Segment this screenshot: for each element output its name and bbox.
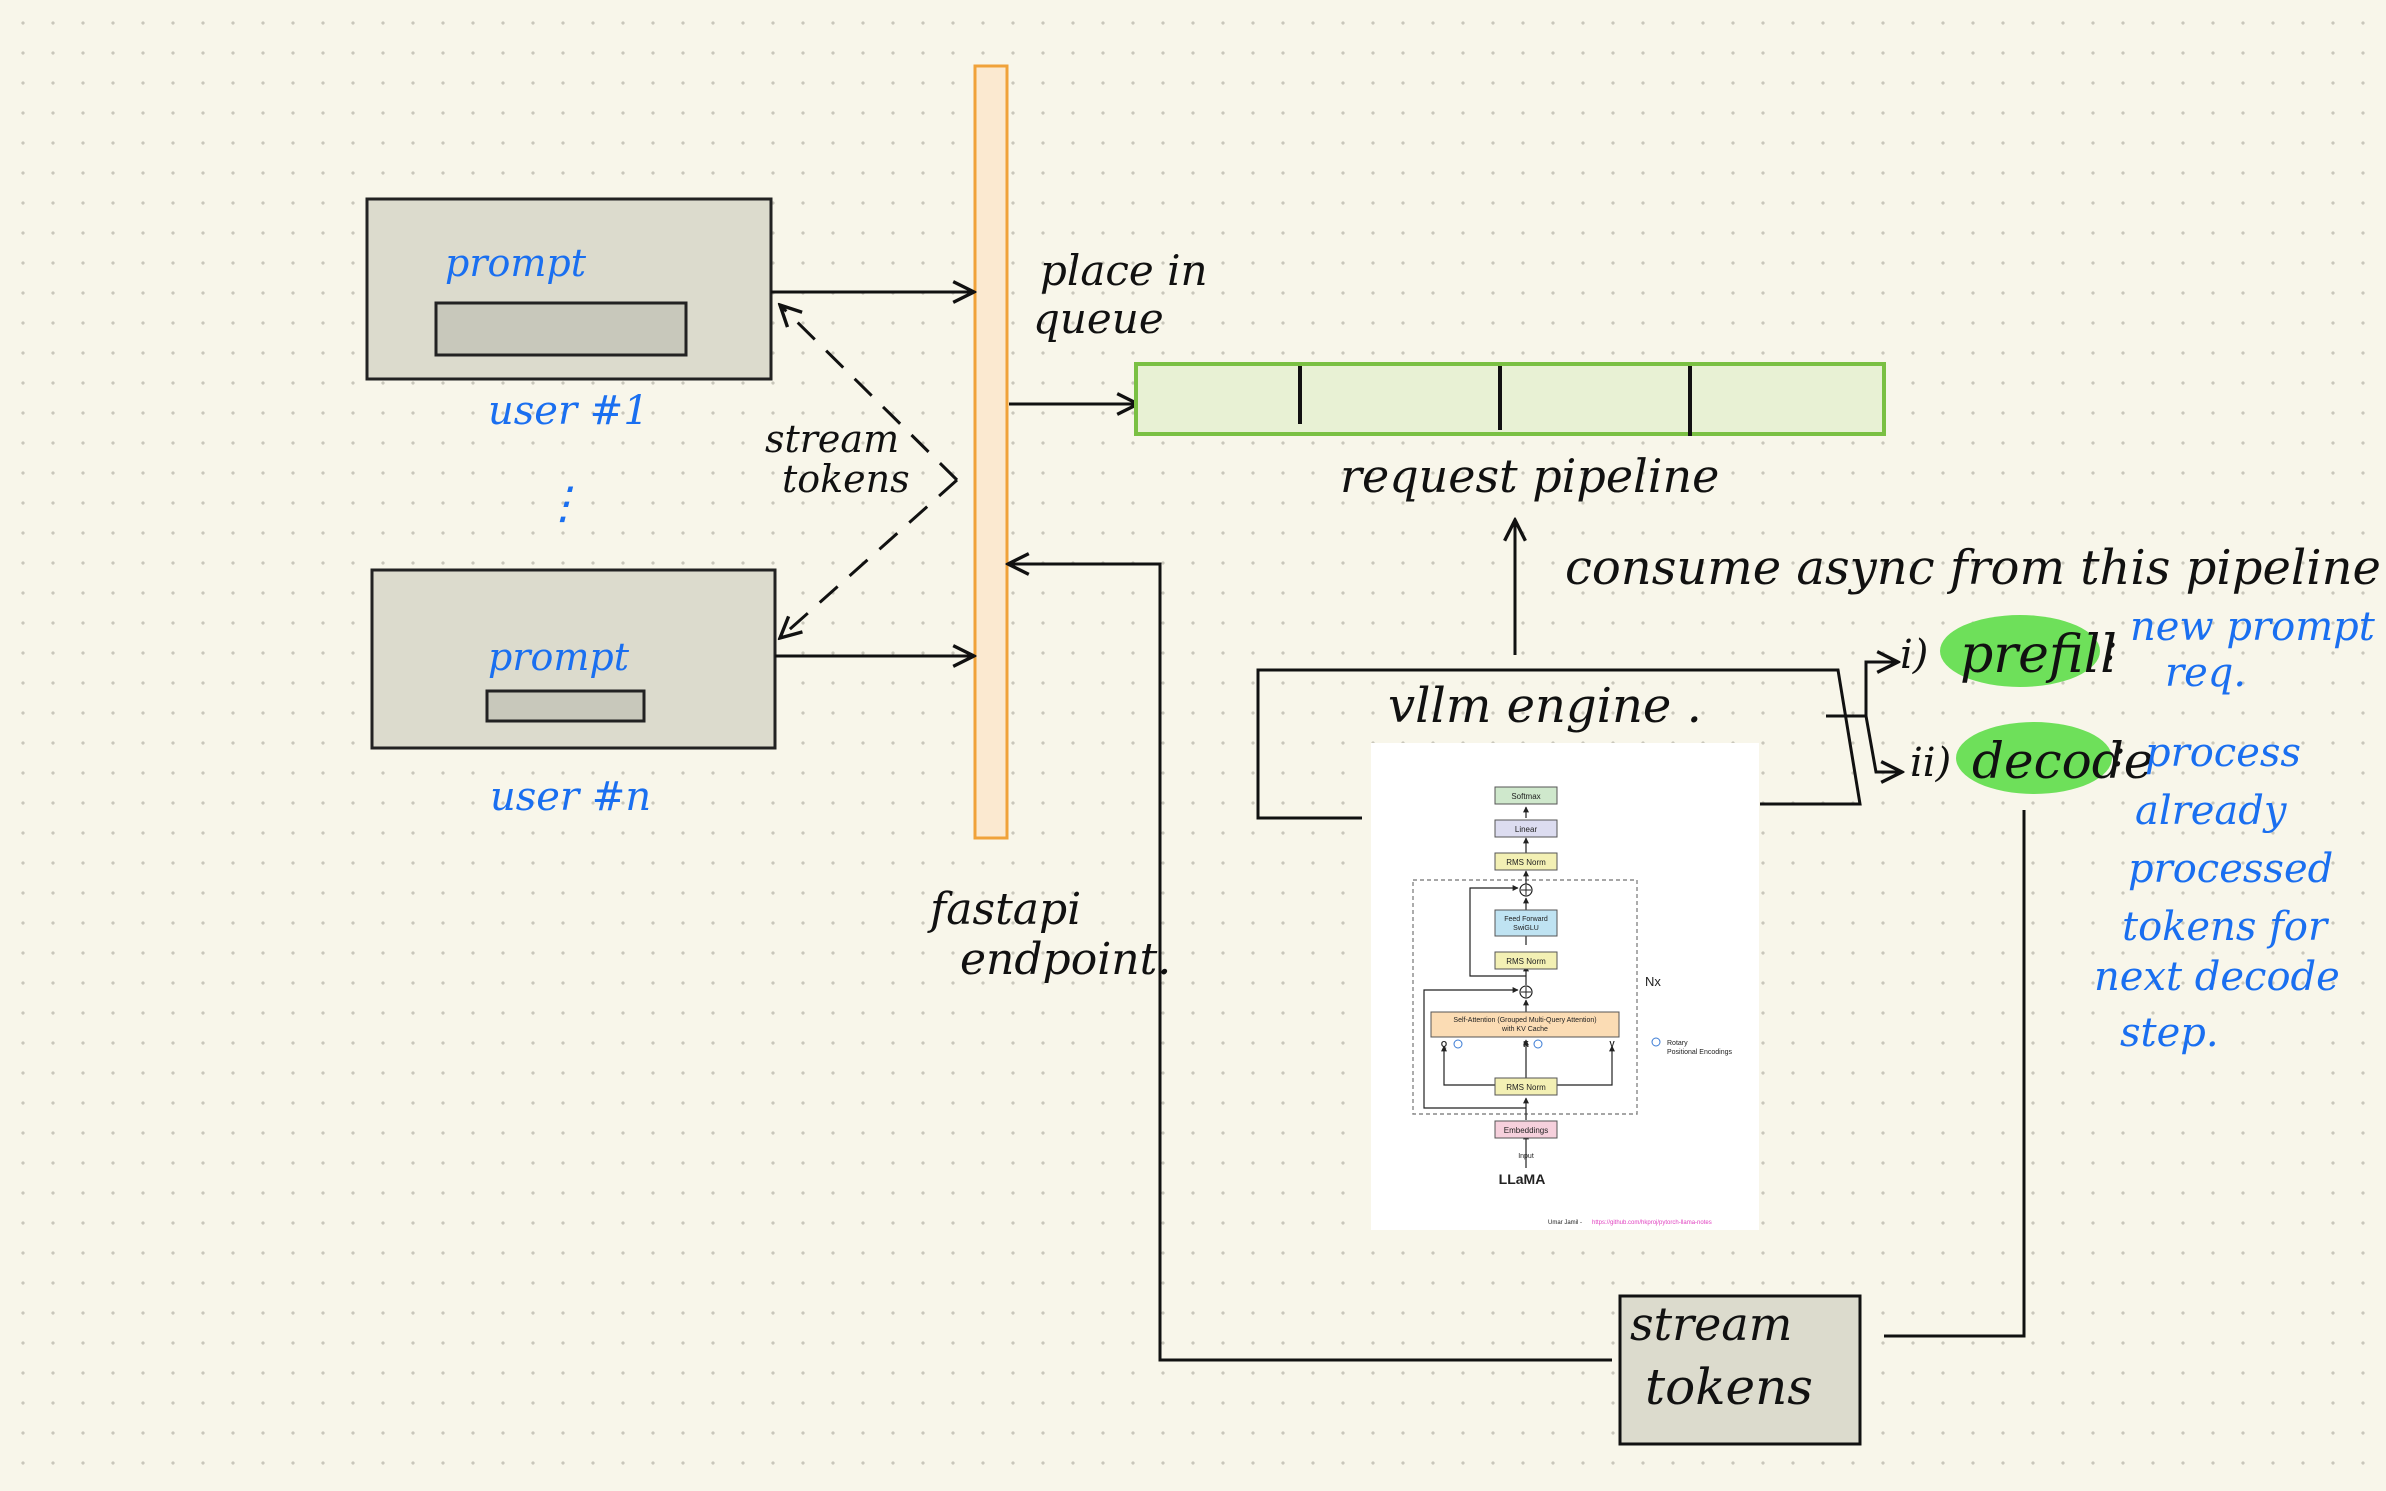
users-ellipsis: ⋮ <box>541 478 585 529</box>
consume-label: consume async from this pipeline <box>1565 540 2381 596</box>
stream-back-line1: stream <box>765 417 899 461</box>
llama-ffn-label-1: Feed Forward <box>1504 916 1548 923</box>
llama-rms-norm-bottom-label: RMS Norm <box>1506 1083 1546 1092</box>
prefill-separator: : <box>2104 624 2117 670</box>
user-n-card: prompt user #n <box>370 568 777 820</box>
decode-note-line1: process <box>2145 730 2301 776</box>
user-1-prompt-input <box>434 301 688 357</box>
decode-separator: : <box>2112 730 2125 776</box>
decode-phase: ii) decode : process already processed t… <box>1910 722 2340 1056</box>
llama-rotary-label-2: Positional Encodings <box>1667 1049 1732 1056</box>
prefill-label: prefill <box>1960 625 2117 685</box>
endpoint-label-line1: fastapi <box>927 884 1081 935</box>
llama-embeddings-block <box>1494 1120 1558 1139</box>
fastapi-endpoint-bar <box>973 64 1009 840</box>
llama-rms-norm-mid-block <box>1494 951 1558 970</box>
llama-input-label: Input <box>1518 1153 1534 1160</box>
llama-linear-block <box>1494 819 1558 838</box>
llama-linear-label: Linear <box>1515 825 1538 834</box>
user-n-prompt-input <box>485 689 646 723</box>
llama-architecture-image: Softmax Linear RMS Norm Feed Forward Swi… <box>1371 743 1759 1230</box>
decode-label: decode <box>1972 732 2153 790</box>
llama-rotary-legend-icon <box>1651 1037 1661 1047</box>
prefill-highlight <box>1940 615 2100 687</box>
prefill-phase: i) prefill : new prompt req. <box>1900 604 2376 696</box>
decode-note-line4: tokens for <box>2122 904 2330 950</box>
engine-label: vllm engine . <box>1388 678 1702 734</box>
stream-tokens-line2: tokens <box>1645 1358 1813 1416</box>
user-n-prompt-label: prompt <box>488 635 630 679</box>
stream-tokens-box: stream tokens <box>1618 1294 1862 1446</box>
decode-note-line2: already <box>2135 788 2288 834</box>
prefill-note-line2: req. <box>2165 650 2246 696</box>
decode-note-line3: processed <box>2128 846 2333 892</box>
prefill-number: i) <box>1900 632 1928 678</box>
llama-attention-label-2: with KV Cache <box>1501 1026 1548 1033</box>
user-1-label: user #1 <box>488 388 649 434</box>
vllm-engine-box: vllm engine . <box>1256 668 1862 820</box>
endpoint-label-line2: endpoint. <box>960 934 1171 985</box>
llama-embeddings-label: Embeddings <box>1504 1126 1548 1135</box>
llama-ffn-block <box>1494 909 1558 937</box>
llama-ffn-label-2: SwiGLU <box>1513 925 1539 932</box>
engine-to-prefill-arrow <box>1826 662 1898 718</box>
prefill-note-line1: new prompt <box>2130 604 2376 650</box>
llama-rotary-k-icon <box>1533 1039 1543 1049</box>
llama-rms-norm-top-label: RMS Norm <box>1506 858 1546 867</box>
decode-note-line5: next decode <box>2094 954 2340 1000</box>
llama-rms-norm-mid-label: RMS Norm <box>1506 957 1546 966</box>
decode-number: ii) <box>1910 740 1951 786</box>
llama-v-label: V <box>1609 1040 1615 1049</box>
user-1-prompt-label: prompt <box>445 241 587 285</box>
llama-credit-link[interactable]: https://github.com/hkproj/pytorch-llama-… <box>1592 1220 1712 1226</box>
llama-k-label: K <box>1523 1040 1529 1049</box>
decode-to-stream-line <box>1884 810 2026 1338</box>
llama-attention-block <box>1430 1011 1620 1038</box>
decode-note-line6: step. <box>2120 1010 2219 1056</box>
llama-credit-author: Umar Jamil - <box>1548 1220 1582 1226</box>
llama-rms-norm-bottom-block <box>1494 1077 1558 1096</box>
llama-title: LLaMA <box>1499 1171 1546 1187</box>
llama-rms-norm-top-block <box>1494 852 1558 871</box>
stream-tokens-line1: stream <box>1630 1297 1792 1351</box>
llama-nx-label: Nx <box>1645 974 1661 989</box>
pipeline-label: request pipeline <box>1340 449 1719 503</box>
stream-back-to-user-n-arrow <box>780 478 958 638</box>
llama-softmax-label: Softmax <box>1511 792 1540 801</box>
queue-label-line2: queue <box>1033 294 1164 343</box>
engine-to-decode-arrow <box>1864 715 1902 772</box>
stream-to-endpoint-arrow <box>1008 564 1612 1362</box>
user-1-card: prompt user #1 <box>365 197 773 434</box>
user-n-label: user #n <box>490 774 651 820</box>
decode-highlight <box>1956 722 2112 794</box>
queue-label-line1: place in <box>1040 246 1208 295</box>
stream-back-to-user-1-arrow <box>780 305 959 482</box>
request-pipeline <box>1134 362 1886 436</box>
llama-nx-region <box>1412 879 1638 1115</box>
llama-attention-label-1: Self-Attention (Grouped Multi-Query Atte… <box>1453 1017 1596 1024</box>
llama-softmax-block <box>1494 786 1558 805</box>
llama-rotary-label-1: Rotary <box>1667 1040 1688 1047</box>
llama-rotary-q-icon <box>1453 1039 1463 1049</box>
stream-back-line2: tokens <box>782 457 910 501</box>
llama-q-label: Q <box>1441 1040 1447 1049</box>
